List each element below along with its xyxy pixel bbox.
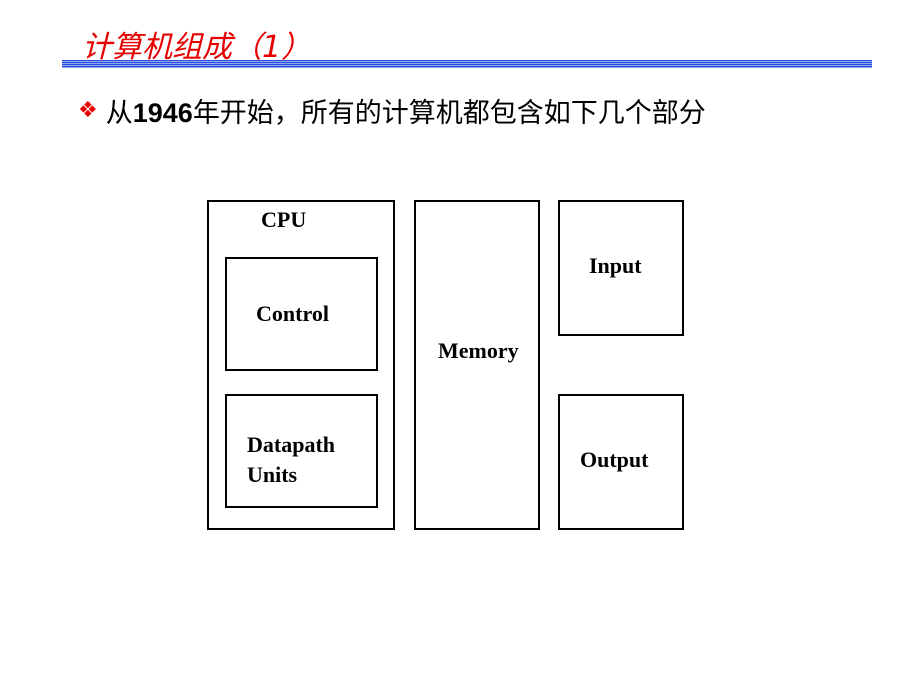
diamond-bullet-icon: ❖ [78, 97, 98, 123]
output-box [558, 394, 684, 530]
cpu-label: CPU [261, 207, 307, 232]
input-label: Input [589, 253, 642, 278]
memory-box [414, 200, 540, 530]
datapath-label-line2: Units [247, 462, 298, 487]
bullet-text-year: 1946 [132, 97, 193, 128]
control-box [225, 257, 378, 371]
bullet-text: 从1946年开始，所有的计算机都包含如下几个部分 [106, 91, 706, 130]
output-label: Output [580, 447, 649, 472]
datapath-box [225, 394, 378, 508]
title-underline [62, 60, 872, 68]
memory-label: Memory [438, 338, 519, 363]
slide-title: 计算机组成（1） [82, 30, 312, 65]
datapath-label-line1: Datapath [247, 432, 336, 457]
bullet-text-suffix: 年开始，所有的计算机都包含如下几个部分 [192, 97, 706, 129]
bullet-line: ❖ 从1946年开始，所有的计算机都包含如下几个部分 [78, 90, 706, 130]
bullet-text-prefix: 从 [105, 97, 133, 129]
control-label: Control [256, 301, 329, 326]
input-box [558, 200, 684, 336]
